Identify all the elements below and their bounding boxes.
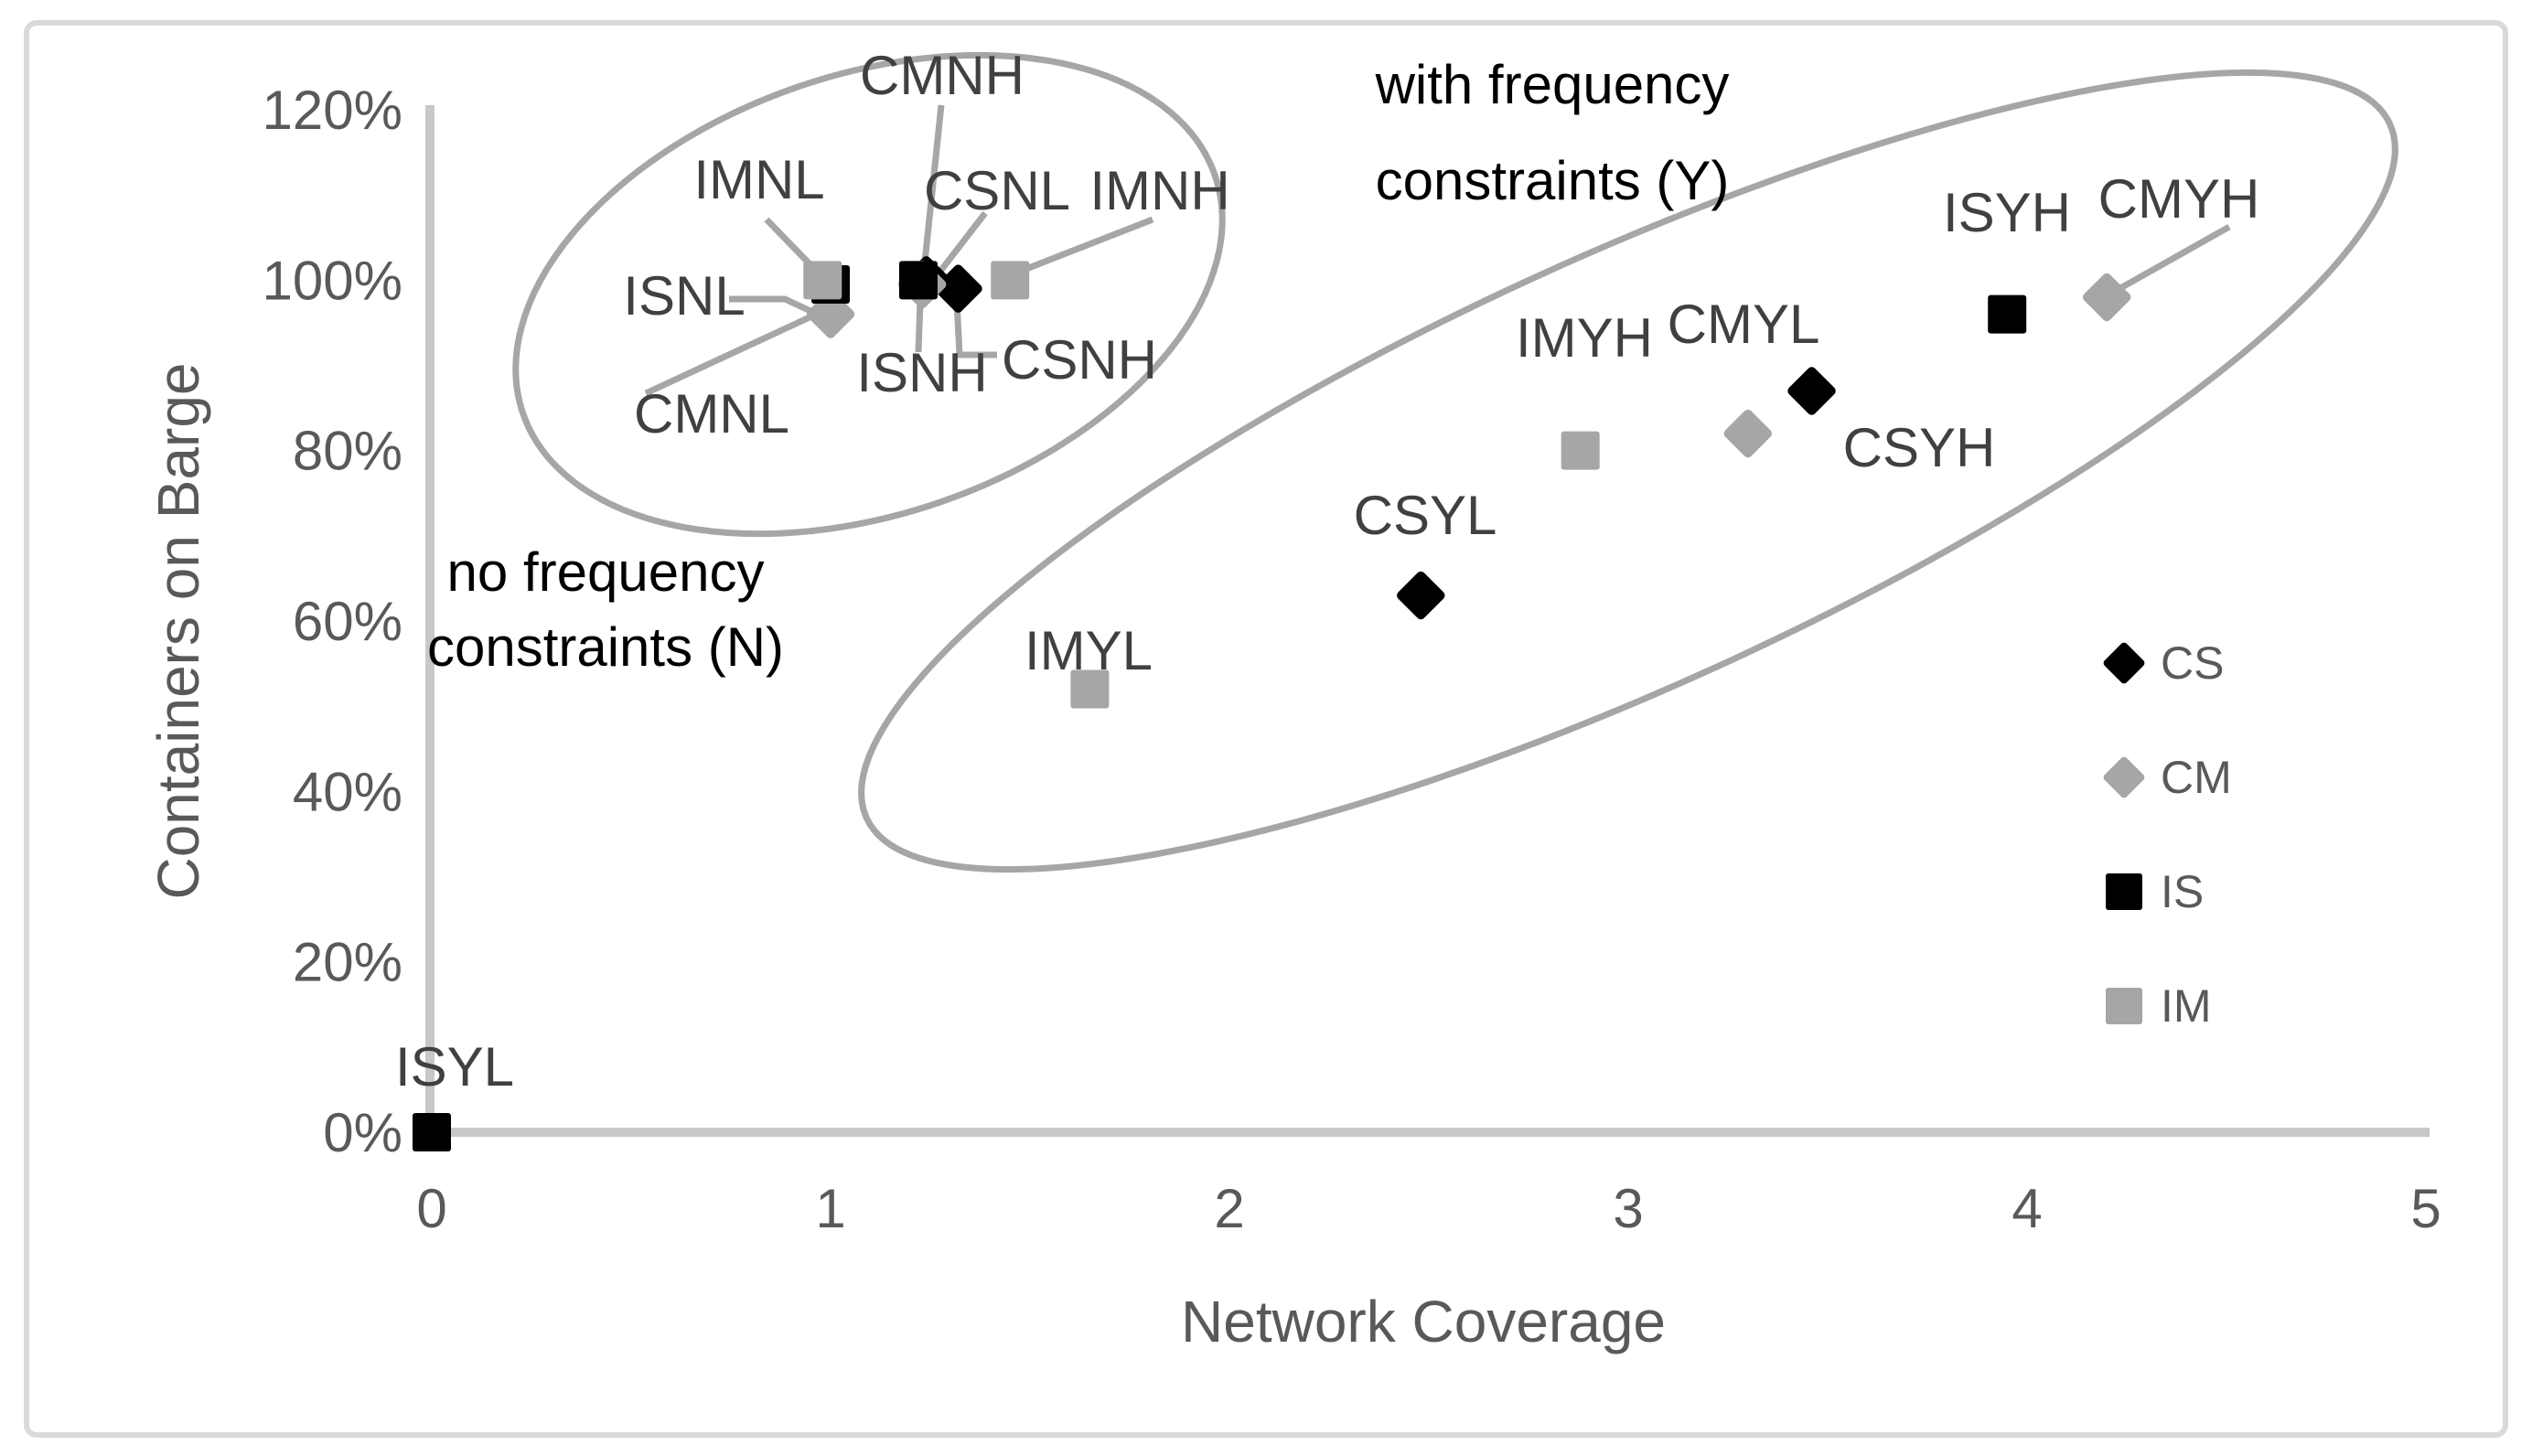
leader-line-CMNL [644, 313, 813, 397]
leader-line-CSNH [953, 301, 997, 359]
label-ISYL: ISYL [395, 1036, 514, 1097]
label-IMNH: IMNH [1089, 160, 1229, 221]
x-tick-5: 5 [2410, 1178, 2441, 1239]
point-CSNH [934, 264, 982, 313]
point-CMYL [1723, 409, 1773, 458]
label-ISNH: ISNH [856, 342, 987, 403]
legend-marker-IS [2106, 873, 2142, 910]
group-ellipse-no-frequency-constraints [512, 51, 1226, 538]
leader-line-CMNH [920, 104, 945, 272]
x-tick-4: 4 [2012, 1178, 2042, 1239]
y-tick-120: 120% [263, 80, 402, 141]
annotation-no-frequency: no frequency constraints (N) [240, 535, 971, 685]
x-tick-0: 0 [416, 1178, 446, 1239]
label-CMYL: CMYL [1668, 294, 1820, 355]
label-CSNH: CSNH [1002, 329, 1157, 391]
label-IMYL: IMYL [1025, 620, 1153, 681]
annotation-no-frequency-line1: no frequency [446, 541, 765, 603]
point-IMYL [1070, 669, 1110, 709]
x-tick-1: 1 [815, 1178, 845, 1239]
legend-label-IM: IM [2161, 980, 2212, 1032]
leader-line-CSNL [933, 210, 988, 280]
label-CMNH: CMNH [860, 45, 1025, 106]
label-ISNL: ISNL [623, 265, 745, 327]
legend-label-CS: CS [2161, 637, 2224, 689]
legend-marker-CM [2103, 756, 2145, 798]
point-ISNH [898, 261, 938, 300]
annotation-with-frequency-line2: constraints (Y) [1375, 150, 1730, 211]
label-CMNL: CMNL [634, 383, 789, 444]
point-CSYL [1397, 571, 1445, 620]
label-IMNL: IMNL [693, 149, 824, 210]
point-ISYL [413, 1113, 451, 1151]
annotation-with-frequency: with frequency constraints (Y) [1186, 37, 1918, 229]
point-IMNH [991, 261, 1030, 300]
legend-marker-IM [2106, 988, 2142, 1024]
legend-marker-CS [2103, 642, 2145, 684]
label-CSYH: CSYH [1843, 417, 1996, 478]
y-tick-40: 40% [293, 761, 402, 822]
point-CSYH [1787, 367, 1836, 415]
y-axis-title: Containers on Barge [145, 362, 211, 900]
point-ISYH [1988, 294, 2027, 334]
leader-line-ISNL [729, 295, 812, 315]
group-ellipse-with-frequency-constraints [858, 69, 2398, 873]
point-IMYH [1561, 431, 1600, 470]
y-tick-80: 80% [293, 421, 402, 482]
label-ISYH: ISYH [1943, 182, 2071, 243]
leader-line-IMNH [1025, 216, 1154, 273]
y-tick-0: 0% [323, 1102, 402, 1163]
annotation-with-frequency-line1: with frequency [1375, 54, 1730, 115]
legend-label-CM: CM [2161, 752, 2232, 803]
point-CMYH [2082, 273, 2131, 322]
leader-line-CMYH [2112, 223, 2231, 295]
x-tick-2: 2 [1214, 1178, 1244, 1239]
x-axis-title: Network Coverage [1181, 1289, 1666, 1354]
annotation-no-frequency-line2: constraints (N) [426, 616, 785, 678]
y-tick-100: 100% [263, 250, 402, 311]
y-tick-60: 60% [293, 591, 402, 652]
y-tick-20: 20% [293, 932, 402, 993]
label-CMYH: CMYH [2098, 168, 2260, 230]
label-IMYH: IMYH [1516, 307, 1653, 369]
leader-line-ISNH [915, 299, 924, 353]
point-IMNL [803, 261, 842, 300]
label-CSYL: CSYL [1354, 485, 1497, 546]
legend-label-IS: IS [2161, 866, 2204, 917]
label-CSNL: CSNL [924, 160, 1070, 221]
x-tick-3: 3 [1613, 1178, 1643, 1239]
